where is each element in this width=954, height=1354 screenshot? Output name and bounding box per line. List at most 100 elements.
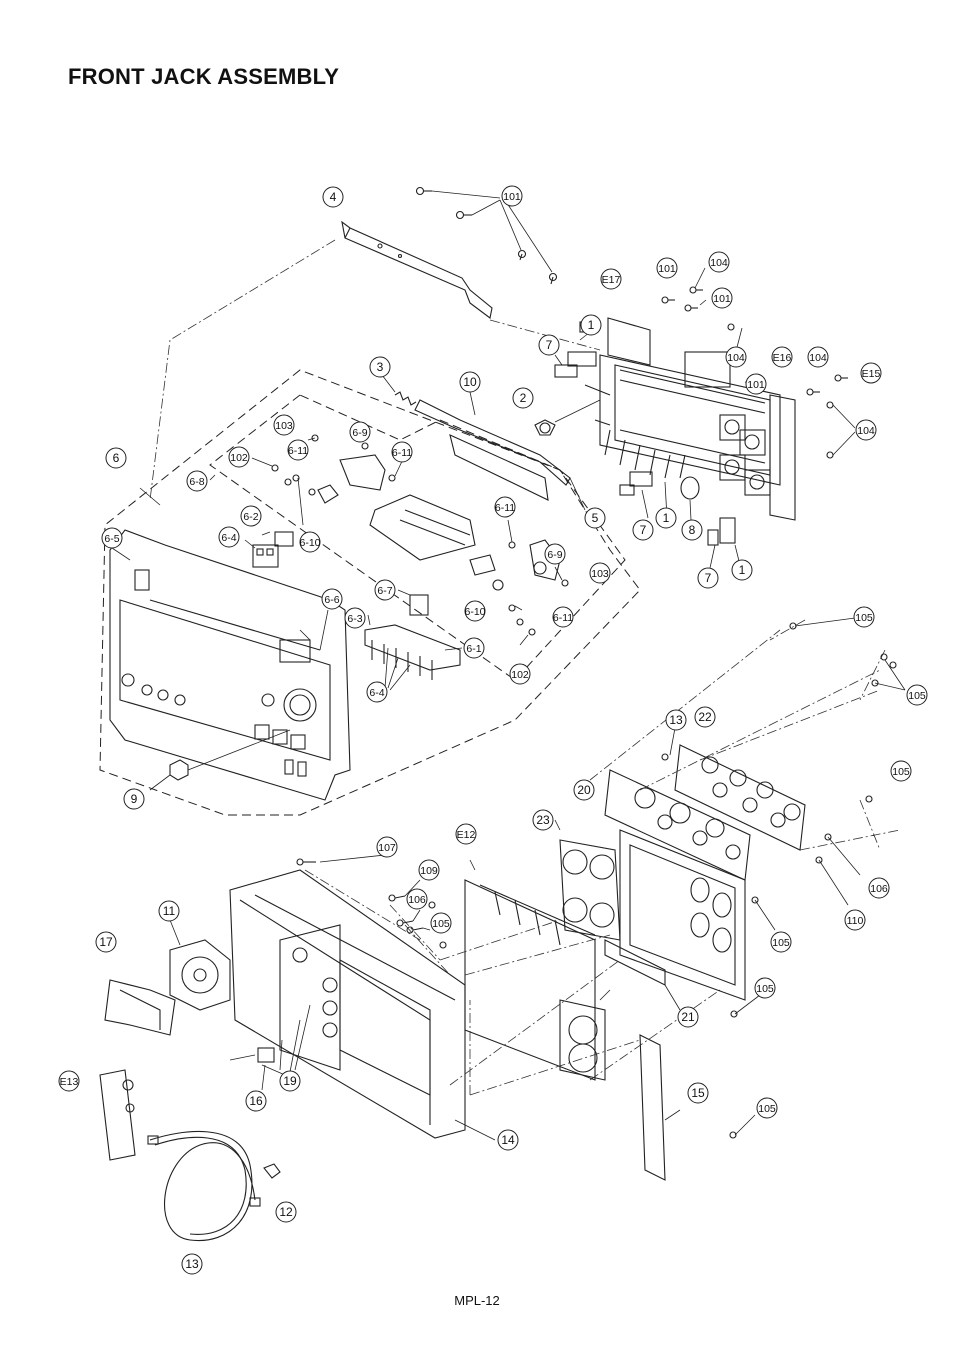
callout-3: 3 [369, 356, 391, 378]
callout-6-10: 6-10 [299, 531, 321, 553]
screw-101-a [415, 186, 432, 196]
callout-circle [512, 387, 534, 409]
callout-5: 5 [584, 507, 606, 529]
callout-label: E16 [773, 352, 792, 364]
callout-6-10: 6-10 [464, 600, 486, 622]
callout-104: 104 [807, 346, 829, 368]
callout-label: 109 [420, 865, 438, 877]
callout-circle [756, 1097, 778, 1119]
callout-label: 6-10 [464, 606, 485, 618]
callout-label: 22 [698, 710, 712, 724]
callout-6-4: 6-4 [366, 681, 388, 703]
callout-label: 6-5 [104, 533, 119, 545]
callout-20: 20 [573, 779, 595, 801]
callout-circle [275, 1201, 297, 1223]
callout-6-4: 6-4 [218, 526, 240, 548]
callout-11: 11 [158, 900, 180, 922]
callout-label: 10 [463, 375, 477, 389]
callout-label: E12 [457, 829, 476, 841]
callout-6: 6 [105, 447, 127, 469]
callout-label: 1 [588, 318, 595, 332]
callout-circle [589, 562, 611, 584]
callout-14: 14 [497, 1129, 519, 1151]
callout-6-11: 6-11 [552, 606, 574, 628]
callout-label: 101 [658, 263, 676, 275]
callout-101: 101 [745, 373, 767, 395]
callout-6-8: 6-8 [186, 470, 208, 492]
callout-15: 15 [687, 1082, 709, 1104]
callout-circle [580, 314, 602, 336]
callout-109: 109 [418, 859, 440, 881]
callout-label: 105 [432, 918, 450, 930]
callout-label: 6 [113, 451, 120, 465]
callout-13: 13 [665, 709, 687, 731]
top-bracket-4 [341, 220, 493, 319]
callout-7: 7 [632, 519, 654, 541]
front-panel-6-5 [109, 529, 351, 801]
callout-circle [665, 709, 687, 731]
callout-6-11: 6-11 [391, 441, 413, 463]
callout-12: 12 [275, 1201, 297, 1223]
callout-circle [697, 567, 719, 589]
callout-label: 6-3 [347, 613, 362, 625]
callout-7: 7 [697, 567, 719, 589]
callout-label: 13 [185, 1257, 199, 1271]
callout-6-11: 6-11 [494, 496, 516, 518]
screw-101-b [455, 210, 472, 220]
callout-circle [430, 912, 452, 934]
callout-label: 16 [249, 1094, 263, 1108]
callout-circle [95, 931, 117, 953]
callout-6-11: 6-11 [287, 439, 309, 461]
callout-6-6: 6-6 [321, 588, 343, 610]
callout-110: 110 [844, 909, 866, 931]
callout-102: 102 [228, 446, 250, 468]
callout-circle [687, 1082, 709, 1104]
callout-label: 6-9 [352, 427, 367, 439]
callout-circle [655, 507, 677, 529]
callout-circle [770, 931, 792, 953]
callout-label: E17 [602, 274, 621, 286]
callout-circle [240, 505, 262, 527]
callout-9: 9 [123, 788, 145, 810]
callout-label: 3 [377, 360, 384, 374]
callout-label: 6-4 [369, 687, 384, 699]
callout-label: 19 [283, 1074, 297, 1088]
callout-circle [584, 507, 606, 529]
callout-1: 1 [731, 559, 753, 581]
callout-label: 105 [756, 983, 774, 995]
callout-circle [656, 257, 678, 279]
callout-e17: E17 [600, 268, 622, 290]
jack-board-e12 [464, 879, 596, 1081]
callout-e15: E15 [860, 362, 882, 384]
callout-label: 107 [378, 842, 396, 854]
callout-label: E13 [60, 1076, 79, 1088]
front-panel-assembly-outline [99, 369, 641, 816]
callout-label: 106 [408, 894, 426, 906]
callout-104: 104 [725, 346, 747, 368]
callout-23: 23 [532, 809, 554, 831]
callout-circle [299, 531, 321, 553]
switch-strip-6-1 [364, 624, 461, 671]
callout-101: 101 [501, 185, 523, 207]
callout-6-9: 6-9 [544, 543, 566, 565]
callout-4: 4 [322, 186, 344, 208]
callout-6-5: 6-5 [101, 527, 123, 549]
board-e17 [607, 317, 651, 366]
callout-105: 105 [770, 931, 792, 953]
callout-label: 9 [131, 792, 138, 806]
callout-circle [573, 779, 595, 801]
board-e13 [99, 1069, 136, 1161]
duct-17 [104, 979, 176, 1036]
callout-circle [463, 637, 485, 659]
callout-circle [374, 579, 396, 601]
callout-105: 105 [906, 684, 928, 706]
callout-label: 102 [230, 452, 248, 464]
callout-circle [279, 1070, 301, 1092]
screw-101-d [548, 272, 558, 285]
callout-circle [245, 1090, 267, 1112]
callout-label: 7 [640, 523, 647, 537]
callout-circle [745, 373, 767, 395]
callout-105: 105 [430, 912, 452, 934]
callout-label: 15 [691, 1086, 705, 1100]
callout-e16: E16 [771, 346, 793, 368]
